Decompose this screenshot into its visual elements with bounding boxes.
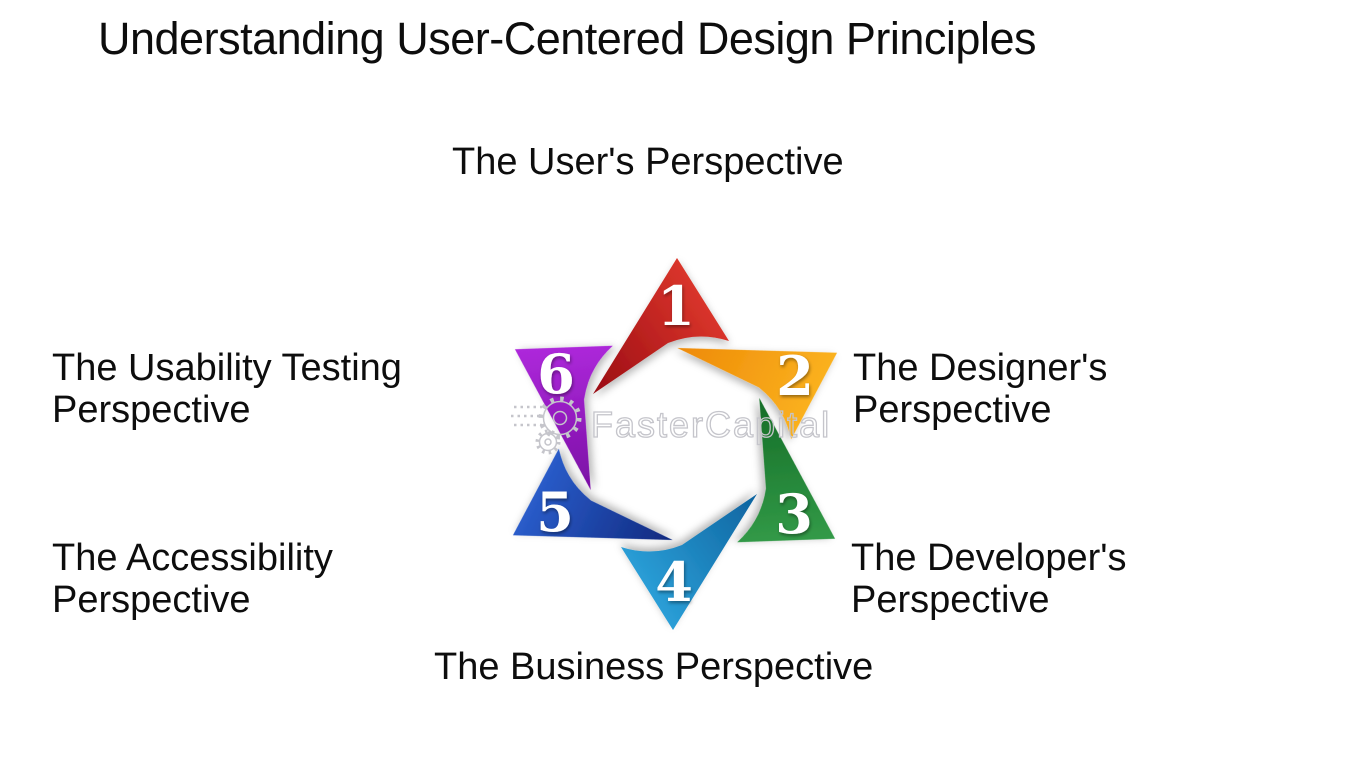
page-title: Understanding User-Centered Design Princ…: [98, 13, 1036, 64]
arrow-shape-5-lower-left: [512, 448, 673, 541]
label-accessibility-perspective: The Accessibility Perspective: [52, 537, 333, 621]
arrow-shape-6-upper-left: [514, 345, 613, 491]
label-usability-testing-perspective: The Usability Testing Perspective: [52, 347, 402, 431]
watermark: FasterCapital: [511, 396, 831, 455]
label-business-perspective: The Business Perspective: [434, 646, 874, 688]
arrow-shapes-layer: 1 2 3 4 5 6: [512, 258, 838, 630]
arrow-shape-1-top: [593, 258, 729, 394]
arrow-shape-4-bottom: [621, 494, 757, 630]
step-number-2: 2: [776, 344, 814, 408]
label-developers-perspective: The Developer's Perspective: [851, 537, 1127, 621]
step-number-3: 3: [775, 482, 813, 546]
arrow-shape-3-lower-right: [737, 397, 836, 543]
label-users-perspective: The User's Perspective: [452, 141, 844, 183]
label-designers-perspective: The Designer's Perspective: [853, 347, 1108, 431]
step-number-6: 6: [537, 342, 575, 406]
step-number-4: 4: [655, 550, 693, 614]
gears-logo-icon: [511, 396, 582, 455]
arrow-shape-2-upper-right: [677, 347, 838, 440]
watermark-text: FasterCapital: [591, 404, 831, 445]
step-number-5: 5: [536, 480, 574, 544]
step-number-1: 1: [657, 274, 695, 338]
